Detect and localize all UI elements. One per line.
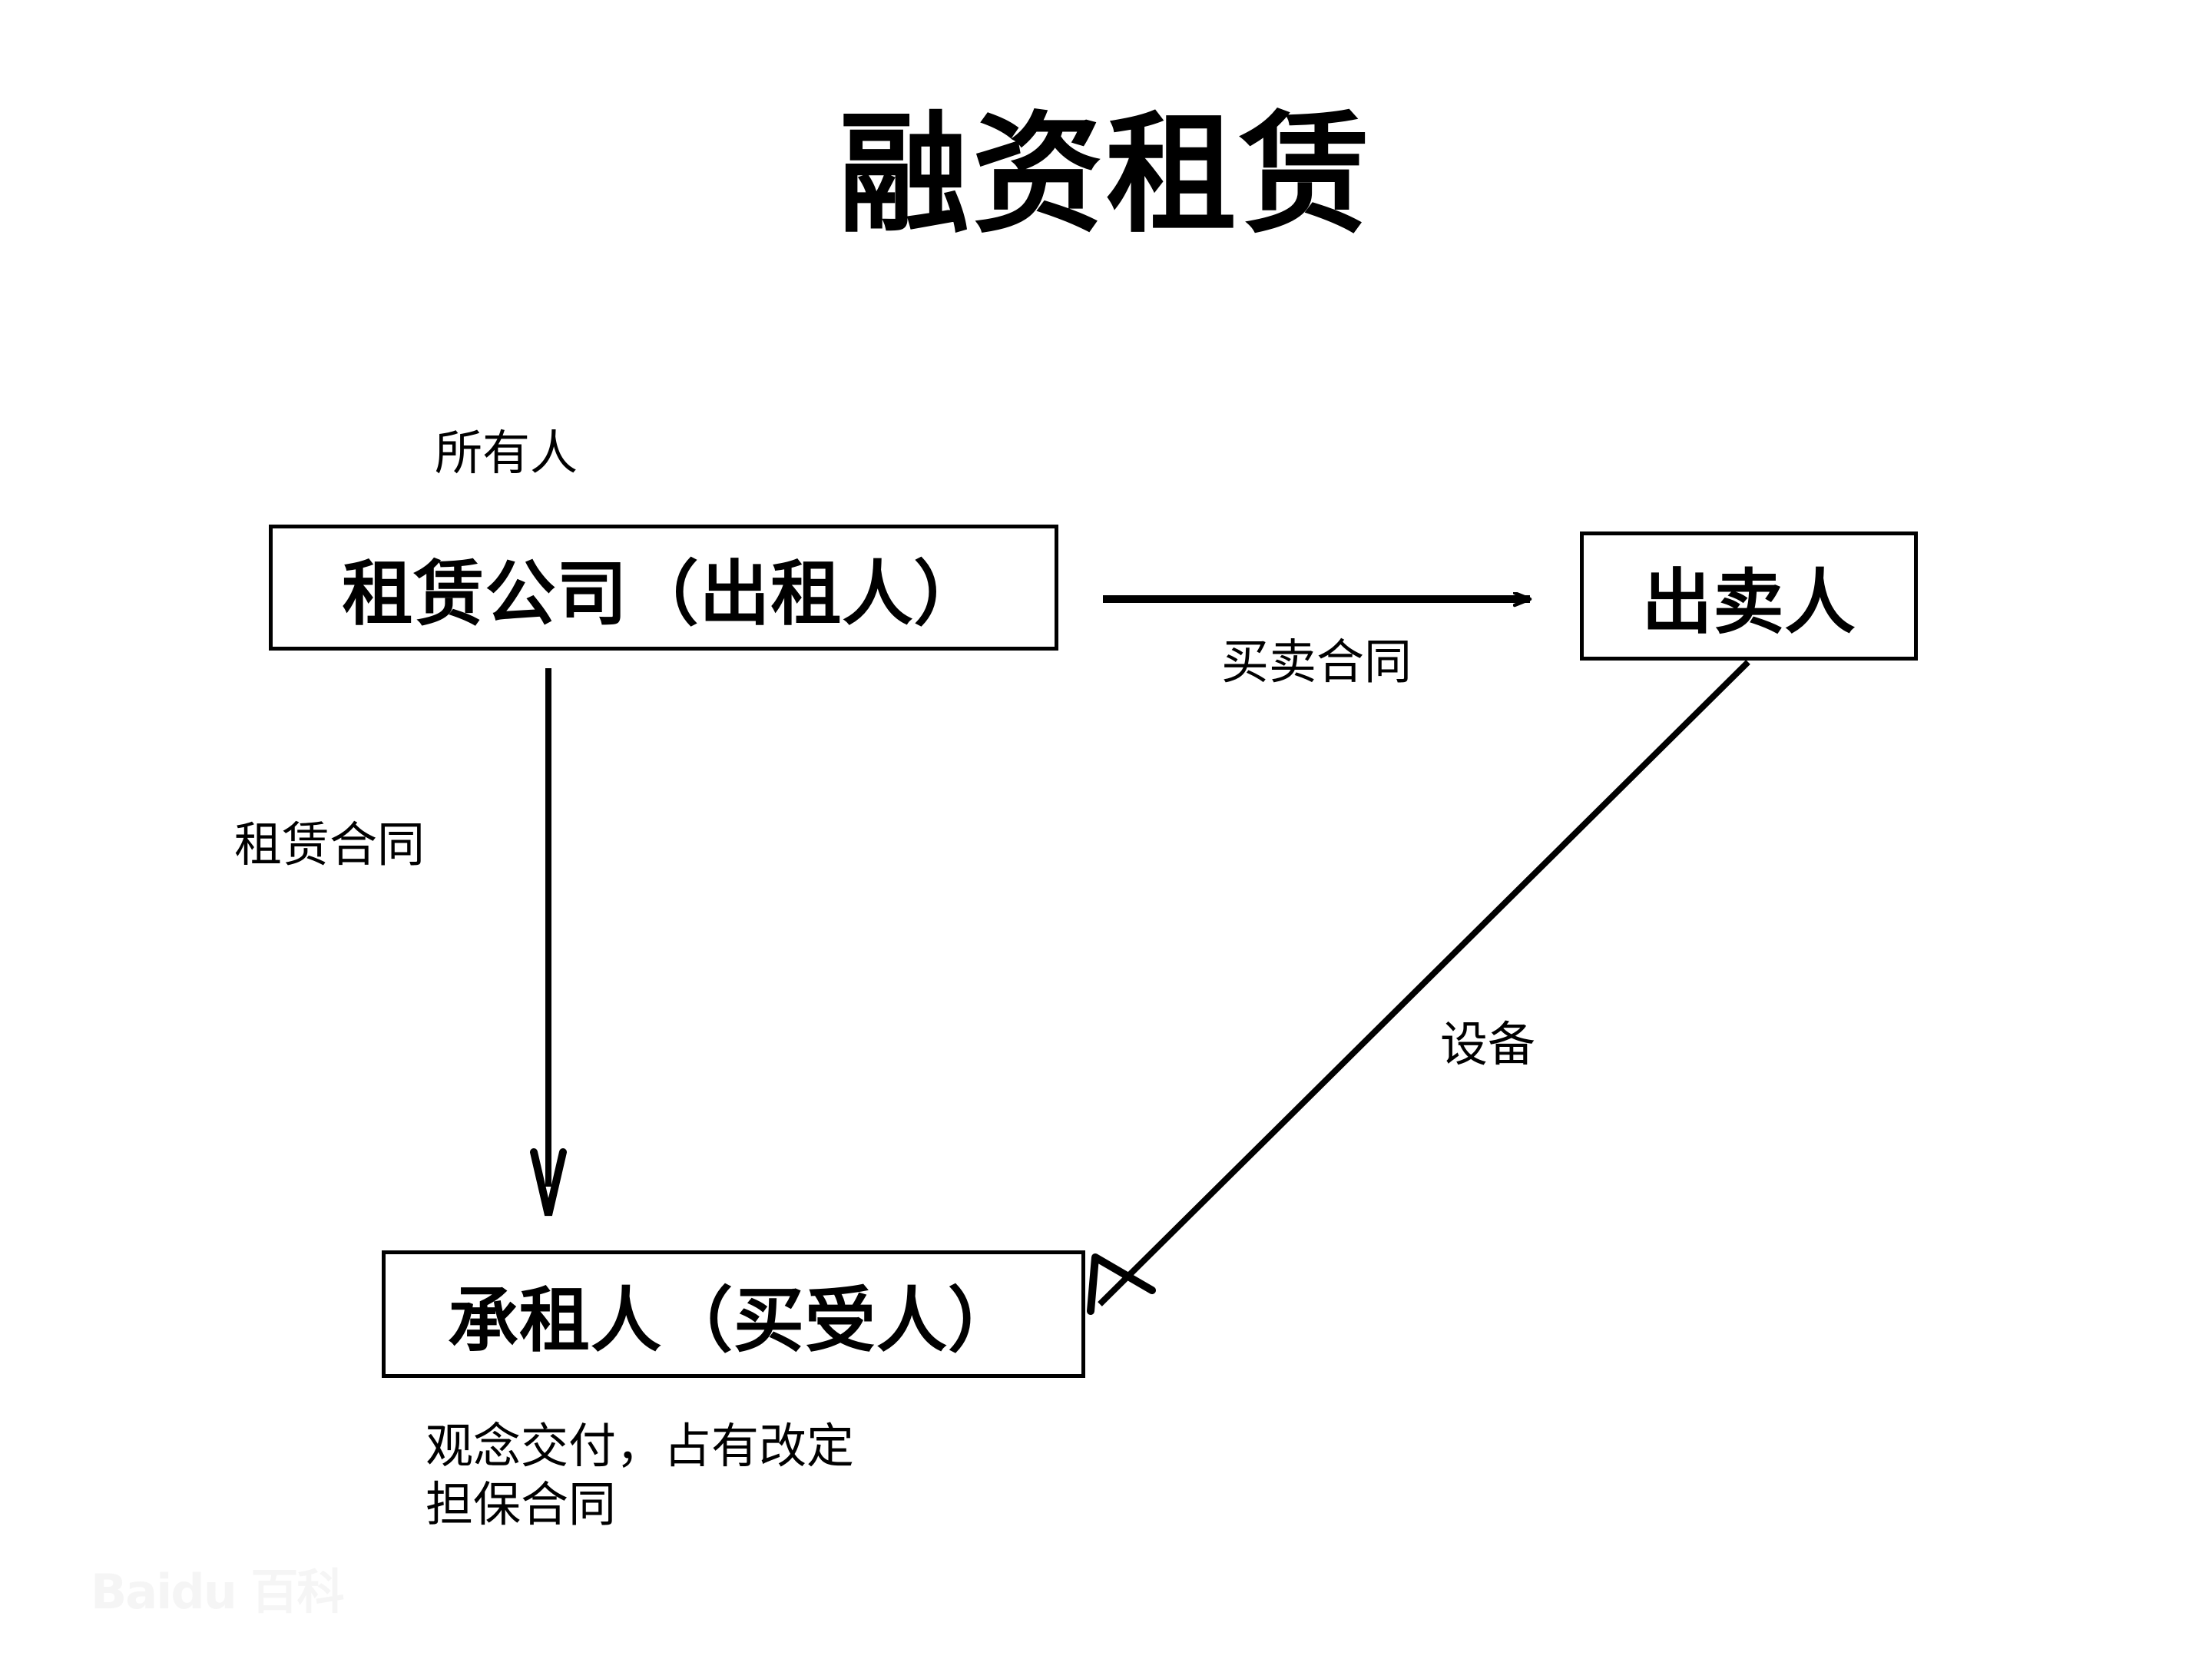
node-lessor[interactable]: 租赁公司（出租人） [269,525,1058,651]
edge-label-lease-contract: 租赁合同 [234,816,426,873]
page-title: 融资租赁 [838,98,1373,251]
edge-label-equipment: 设备 [1440,1016,1536,1072]
watermark-text: Baidu 百科 [91,1564,344,1620]
label-owner: 所有人 [435,425,578,481]
edge-lessor-to-lessee [530,668,567,1217]
caption-lessee: 观念交付，占有改定 担保合同 [426,1417,854,1533]
caption-lessee-line-2: 担保合同 [426,1475,617,1532]
caption-lessee-line-1: 观念交付，占有改定 [426,1418,855,1474]
node-lessee[interactable]: 承租人（买受人） [382,1250,1085,1378]
edge-seller-to-lessee [1087,660,1750,1315]
node-seller[interactable]: 出卖人 [1580,531,1918,661]
baidu-baike-watermark: Baidu 百科 [91,1545,344,1620]
edge-label-sales-contract: 买卖合同 [1221,634,1412,690]
